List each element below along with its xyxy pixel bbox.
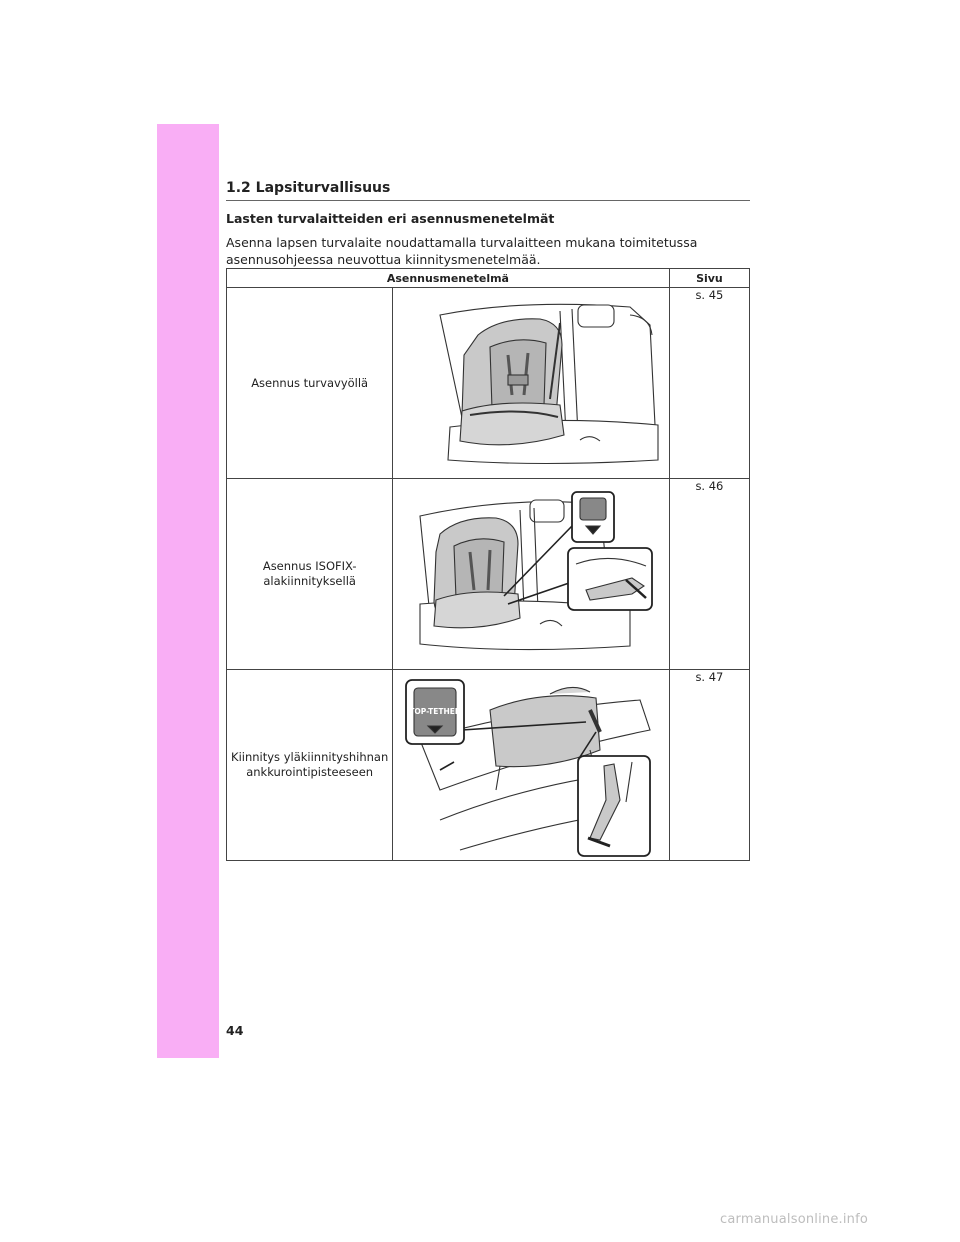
table-row: Kiinnitys yläkiinnityshihnan ankkurointi… [225, 669, 751, 861]
section-title: 1.2 Lapsiturvallisuus [226, 180, 750, 201]
seatbelt-install-image [439, 303, 659, 465]
table-row: Asennus ISOFIX-alakiinnityksellä [225, 478, 751, 670]
page-ref: s. 46 [668, 478, 751, 670]
table-header-row: Asennusmenetelmä Sivu [226, 268, 751, 288]
table-row: Asennus turvavyöllä [225, 287, 751, 479]
top-tether-install-illustration: TOP-TETHER [392, 669, 670, 861]
method-label: Asennus turvavyöllä [225, 287, 394, 479]
page-ref: s. 45 [668, 287, 751, 479]
header-method: Asennusmenetelmä [226, 268, 670, 288]
sub-heading: Lasten turvalaitteiden eri asennusmenete… [226, 211, 555, 226]
page-ref: s. 47 [668, 669, 751, 861]
isofix-install-image [419, 491, 653, 651]
method-label: Kiinnitys yläkiinnityshihnan ankkurointi… [225, 669, 394, 861]
intro-paragraph: Asenna lapsen turvalaite noudattamalla t… [226, 235, 698, 267]
header-page: Sivu [668, 268, 751, 288]
seatbelt-install-illustration [392, 287, 670, 479]
watermark: carmanualsonline.info [720, 1212, 869, 1227]
method-label: Asennus ISOFIX-alakiinnityksellä [225, 478, 394, 670]
page-number: 44 [226, 1023, 244, 1038]
install-methods-table: Asennusmenetelmä Sivu Asennus turvavyöll… [225, 268, 751, 861]
top-tether-install-image: TOP-TETHER [405, 679, 651, 857]
top-tether-badge: TOP-TETHER [409, 707, 461, 716]
chapter-side-tab [157, 124, 219, 1058]
isofix-install-illustration [392, 478, 670, 670]
